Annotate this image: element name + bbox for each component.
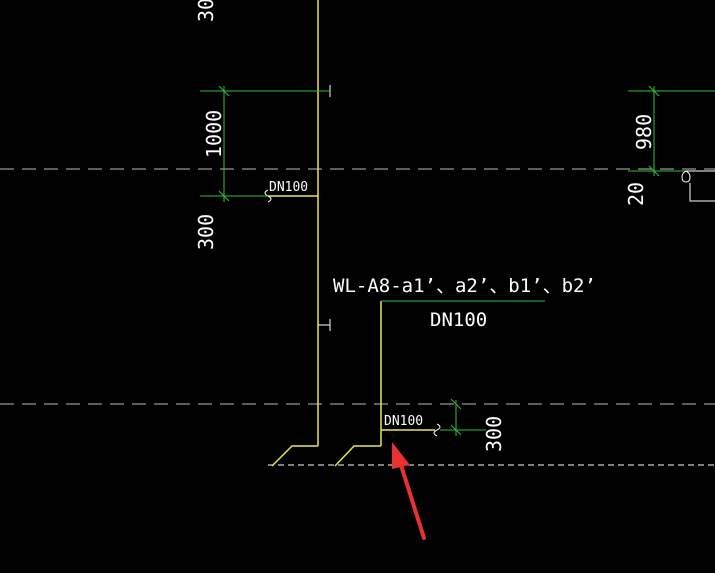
- pipe-code-label: WL-A8-a1’、a2’、b1’、b2’: [333, 275, 596, 297]
- dim-tick-right-2: [648, 165, 660, 177]
- dim-tick-right-1: [648, 85, 660, 97]
- dn-label-left: DN100: [269, 180, 308, 195]
- dim-text-1000: 1000: [202, 110, 226, 158]
- pipe-diameter-label: DN100: [430, 309, 487, 331]
- second-riser-bend: [334, 445, 381, 467]
- dim-tick-bottom-1: [450, 398, 462, 410]
- p-trap-icon: [681, 170, 715, 202]
- bottom-branch-break-icon: [433, 423, 441, 437]
- dim-text-300-bottom: 300: [482, 416, 506, 452]
- dim-tick-left-1: [218, 85, 230, 97]
- main-riser-bend: [271, 445, 318, 467]
- red-pointer-arrow-icon: [392, 442, 426, 540]
- dim-text-300-left: 300: [194, 214, 218, 250]
- dim-text-20: 20: [624, 182, 648, 206]
- dn-label-bottom: DN100: [384, 414, 423, 429]
- dim-tick-left-2: [218, 190, 230, 202]
- dim-text-980: 980: [632, 114, 656, 150]
- dim-text-top-cut: 30: [194, 0, 218, 22]
- dim-tick-bottom-2: [450, 424, 462, 436]
